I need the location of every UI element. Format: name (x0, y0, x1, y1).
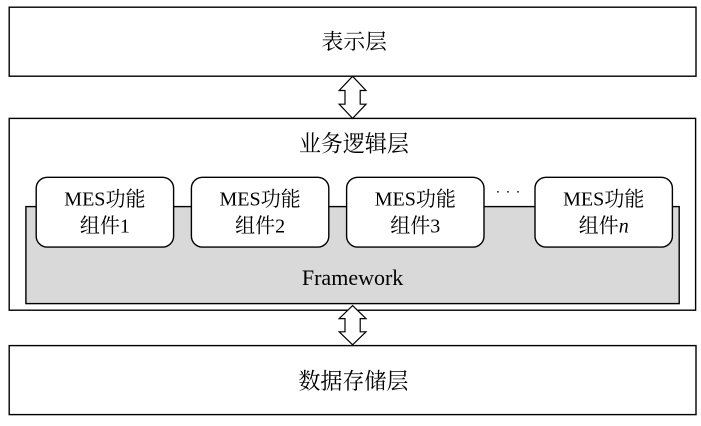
svg-text:1: 1 (120, 216, 130, 238)
svg-text:MES: MES (64, 189, 105, 211)
svg-text:MES: MES (563, 189, 604, 211)
svg-text:MES: MES (375, 189, 416, 211)
svg-text:3: 3 (430, 216, 440, 238)
svg-text:n: n (619, 216, 629, 238)
svg-text:2: 2 (275, 216, 285, 238)
svg-text:Framework: Framework (302, 265, 403, 290)
svg-text:MES: MES (220, 189, 261, 211)
